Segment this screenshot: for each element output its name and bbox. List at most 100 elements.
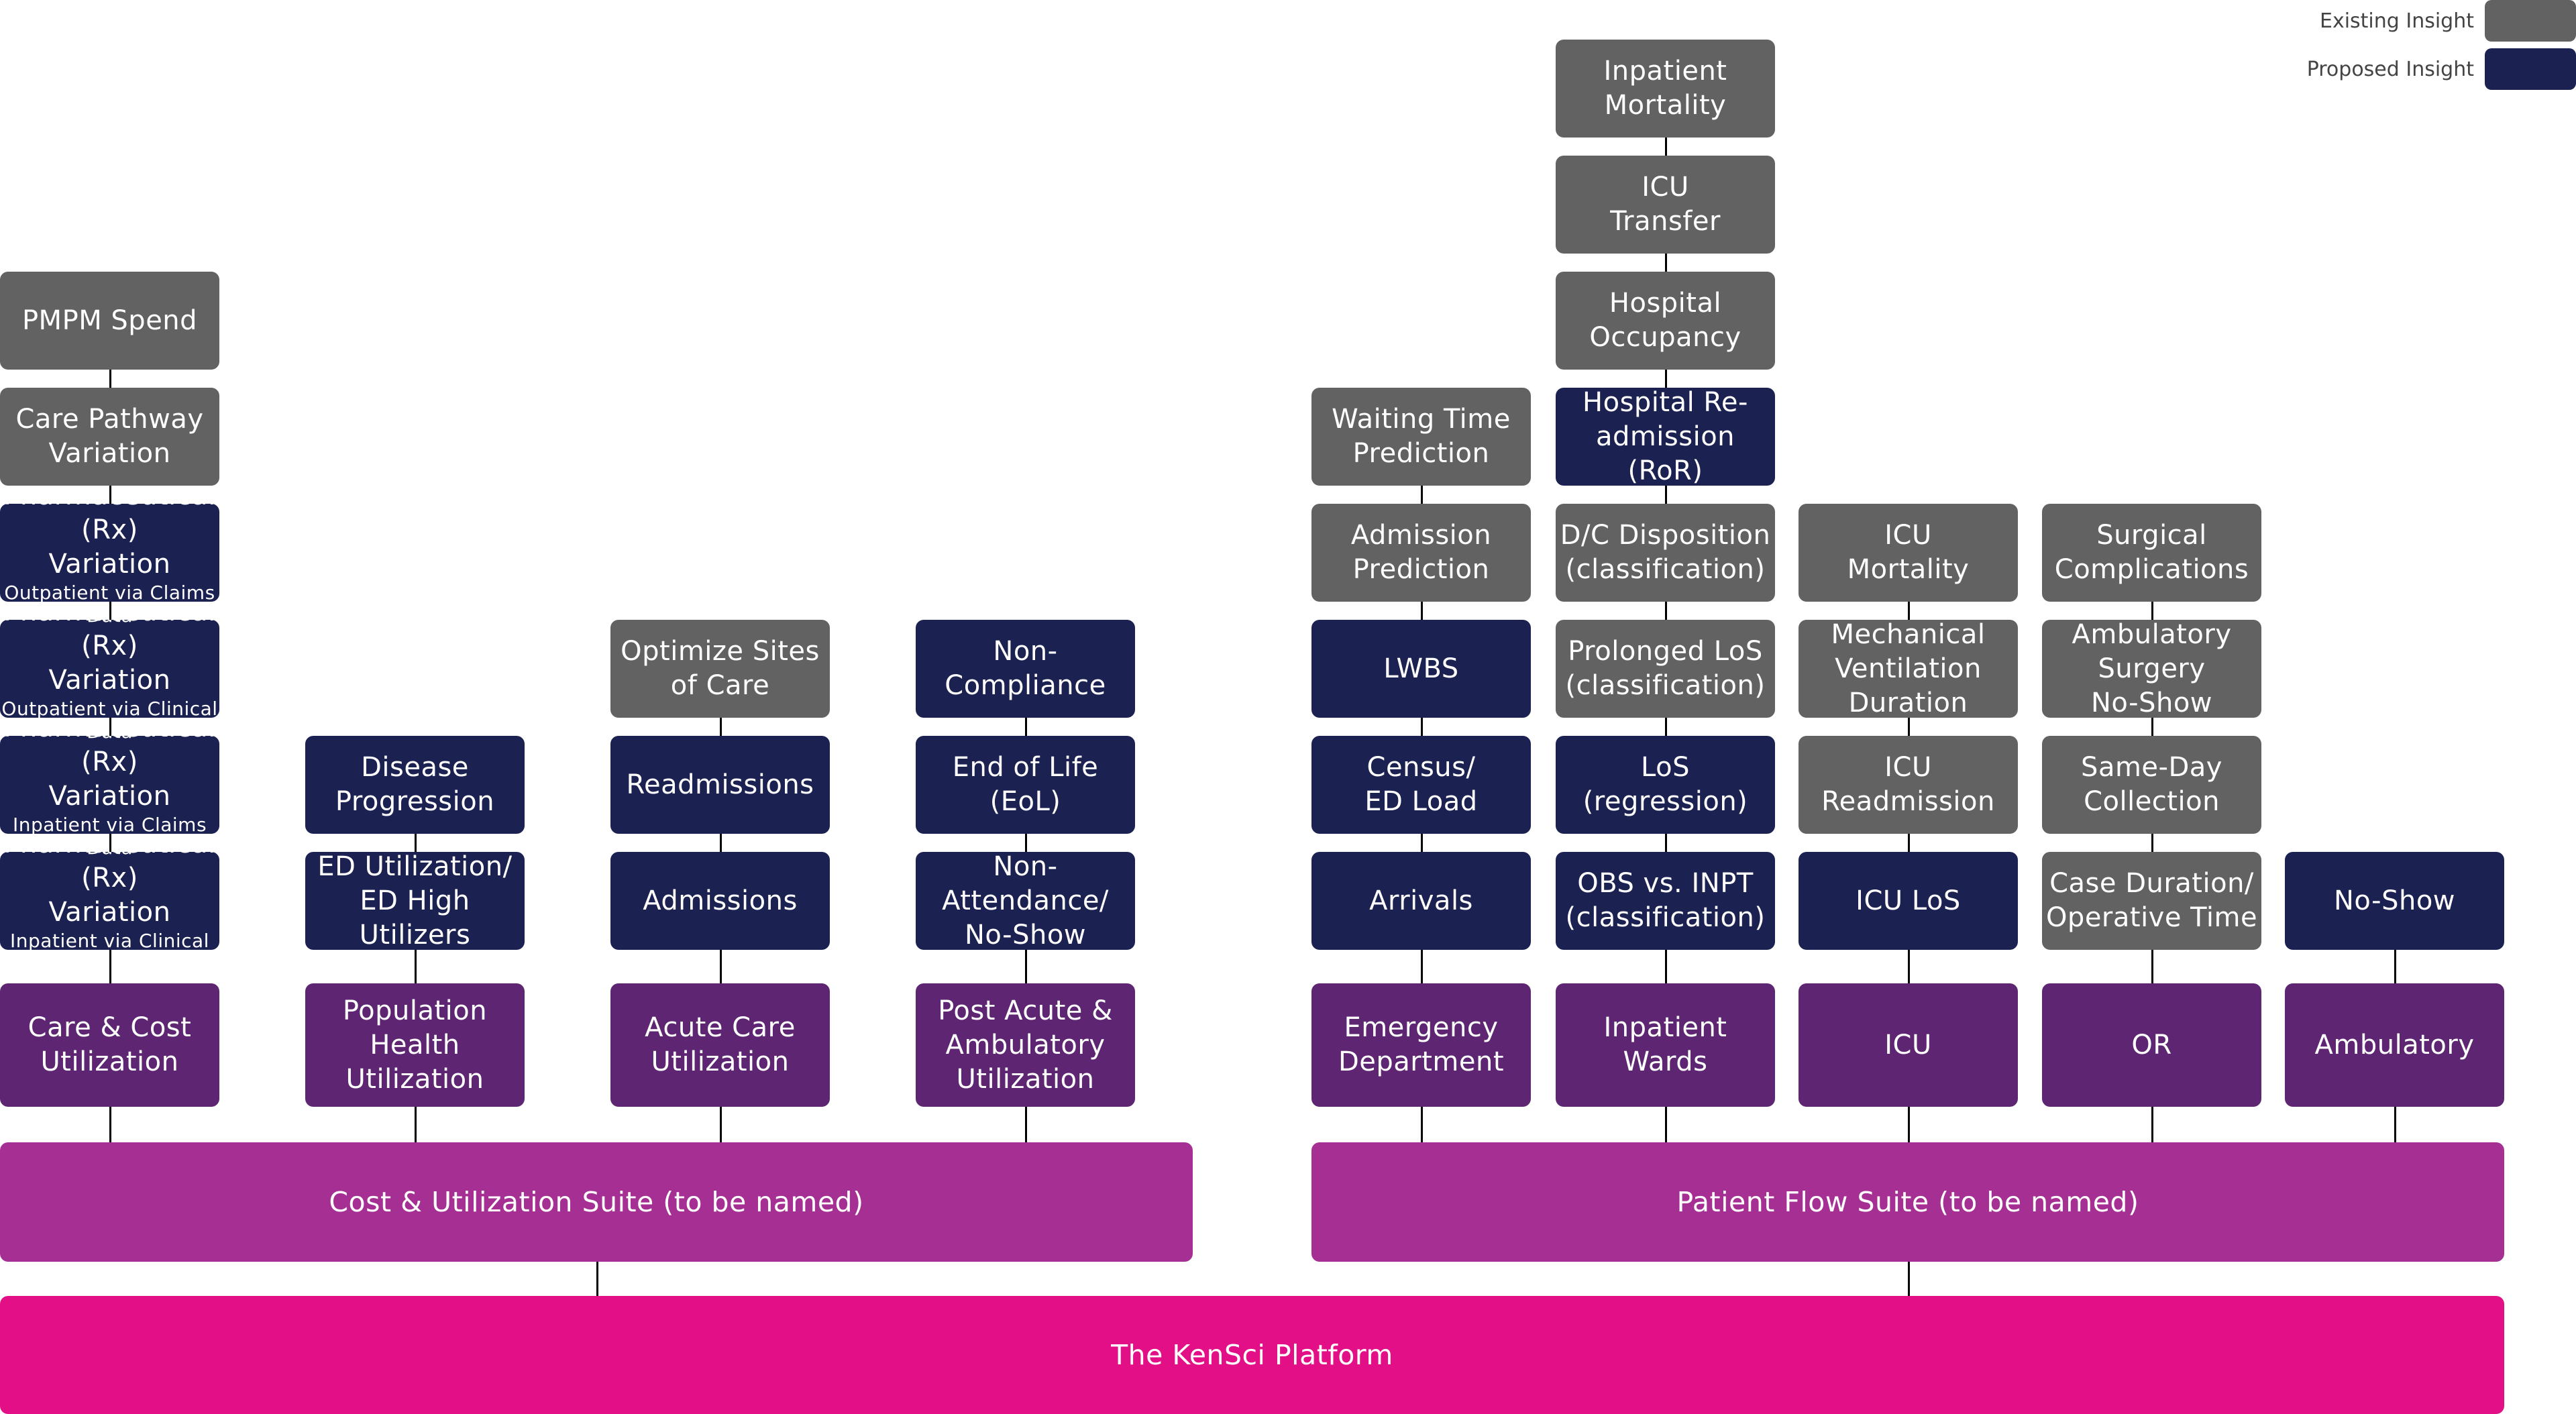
insight-label-line: Operative Time [2045, 902, 2258, 933]
connector [109, 834, 111, 852]
insight-label-line: Readmissions [626, 769, 814, 800]
insight-box: PMPM Spend [0, 272, 219, 370]
insight-label-line: ED Utilization/ [317, 851, 513, 882]
area-label-line: Emergency [1344, 1012, 1499, 1043]
insight-label-line: Ambulatory [2072, 618, 2232, 650]
insight-label-line: Care Pathway [15, 404, 204, 435]
area-icu: ICU [1799, 983, 2018, 1107]
insight-label-line: (classification) [1565, 902, 1766, 933]
insight-label-line: Variation [48, 780, 171, 812]
area-or: OR [2042, 983, 2261, 1107]
connector [109, 950, 111, 983]
insight-box: Prolonged LoS(classification) [1556, 620, 1775, 718]
connector [2394, 950, 2396, 983]
legend-proposed-swatch [2485, 48, 2576, 90]
insight-label-line: (regression) [1582, 786, 1748, 817]
insight-box: ICU LoS [1799, 852, 2018, 950]
area-label-line: Acute Care [645, 1012, 796, 1043]
insight-label-line: Occupancy [1589, 322, 1741, 353]
connector [1421, 834, 1423, 852]
connector [1665, 834, 1667, 852]
insight-label-line: ED Load [1364, 786, 1478, 817]
cost-utilization-suite: Cost & Utilization Suite (to be named) [0, 1142, 1193, 1262]
insight-box: OBS vs. INPT(classification) [1556, 852, 1775, 950]
insight-label-line: Surgery [2098, 653, 2206, 684]
platform-label: The KenSci Platform [1111, 1338, 1393, 1371]
connector [109, 602, 111, 620]
insight-label-line: No-Show [2334, 885, 2455, 916]
connector [109, 370, 111, 388]
insight-box: Admissions [610, 852, 830, 950]
connector [720, 718, 722, 736]
insight-label-line: Complications [2054, 554, 2249, 585]
insight-box: Census/ED Load [1311, 736, 1531, 834]
connector [1421, 1107, 1423, 1142]
insight-label-line: Mortality [1604, 90, 1727, 121]
insight-label-line: Non-Attendance/ [942, 851, 1109, 916]
insight-label-line: (classification) [1565, 670, 1766, 701]
insight-label-line: Optimize Sites [621, 636, 820, 667]
connector [1908, 1107, 1910, 1142]
connector [1421, 602, 1423, 620]
legend-existing-label: Existing Insight [2319, 9, 2474, 33]
area-label-line: Wards [1623, 1046, 1708, 1077]
area-label-line: Utilization [651, 1046, 790, 1077]
insight-label-line: Case Duration/ [2049, 868, 2254, 899]
connector [2151, 718, 2153, 736]
insight-label-line: LoS [1641, 752, 1690, 783]
insight-label-line: Variation [48, 664, 171, 696]
insight-box: D/C Disposition(classification) [1556, 504, 1775, 602]
area-label-line: Ambulatory [945, 1029, 1106, 1060]
area-label-line: Ambulatory [2314, 1029, 2475, 1060]
insight-sublabel: Outpatient via Claims Data [4, 581, 215, 627]
connector [1908, 950, 1910, 983]
connector [1025, 1107, 1027, 1142]
insight-label-line: admission (RoR) [1595, 421, 1735, 486]
connector [1665, 718, 1667, 736]
legend-proposed-label: Proposed Insight [2306, 57, 2474, 81]
insight-box: Arrivals [1311, 852, 1531, 950]
insight-label-line: Arrivals [1369, 885, 1473, 916]
connector [596, 1262, 598, 1296]
insight-label-line: Inpatient [1603, 56, 1727, 87]
insight-label-line: (classification) [1565, 554, 1766, 585]
insight-box: Hospital Re-admission (RoR) [1556, 387, 1775, 486]
insight-label-line: ICU [1642, 172, 1689, 203]
cost-utilization-suite-label: Cost & Utilization Suite (to be named) [329, 1185, 864, 1218]
connector [1665, 1107, 1667, 1142]
area-label-line: Utilization [40, 1046, 179, 1077]
connector [109, 486, 111, 504]
area-label-line: Department [1338, 1046, 1505, 1077]
insight-label-line: No-Show [2091, 687, 2212, 718]
insight-label-line: Hospital [1609, 288, 1722, 319]
insight-label-line: Collection [2084, 786, 2220, 817]
connector [1421, 950, 1423, 983]
insight-box: No-Show [2285, 852, 2504, 950]
insight-label-line: ICU LoS [1856, 885, 1961, 916]
insight-label-line: Mechanical [1831, 618, 1986, 650]
insight-label-line: Progression [335, 786, 495, 817]
patient-flow-suite: Patient Flow Suite (to be named) [1311, 1142, 2504, 1262]
connector [1421, 718, 1423, 736]
kensci-platform: The KenSci Platform [0, 1296, 2504, 1414]
insight-label-line: No-Show [965, 919, 1086, 950]
insight-label-line: Non-Compliance [945, 636, 1106, 701]
connector [109, 718, 111, 736]
insight-box: LWBS [1311, 620, 1531, 718]
insight-label-line: Mortality [1847, 554, 1970, 585]
connector [1665, 138, 1667, 156]
insight-label-line: D/C Disposition [1560, 520, 1771, 551]
insight-label-line: Variation [48, 896, 171, 928]
insight-label-line: Admissions [643, 885, 798, 916]
